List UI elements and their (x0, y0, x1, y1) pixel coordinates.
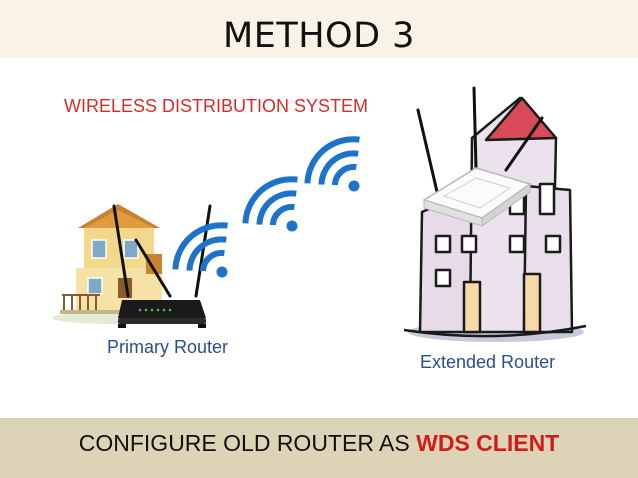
title-band (0, 0, 638, 58)
footer-text: CONFIGURE OLD ROUTER AS WDS CLIENT (0, 430, 638, 457)
building-icon (403, 96, 587, 342)
section-label: WIRELESS DISTRIBUTION SYSTEM (64, 96, 369, 116)
slide-title: METHOD 3 (223, 16, 415, 56)
primary-router-caption: Primary Router (107, 337, 229, 357)
extended-router-icon (416, 86, 544, 227)
footer-band (0, 418, 638, 478)
footer-prefix: CONFIGURE OLD ROUTER AS (78, 430, 410, 456)
footer-highlight: WDS CLIENT (416, 430, 560, 456)
primary-router-icon (112, 204, 212, 328)
extended-router-caption: Extended Router (420, 352, 556, 372)
wifi-signal-icon (172, 136, 360, 278)
